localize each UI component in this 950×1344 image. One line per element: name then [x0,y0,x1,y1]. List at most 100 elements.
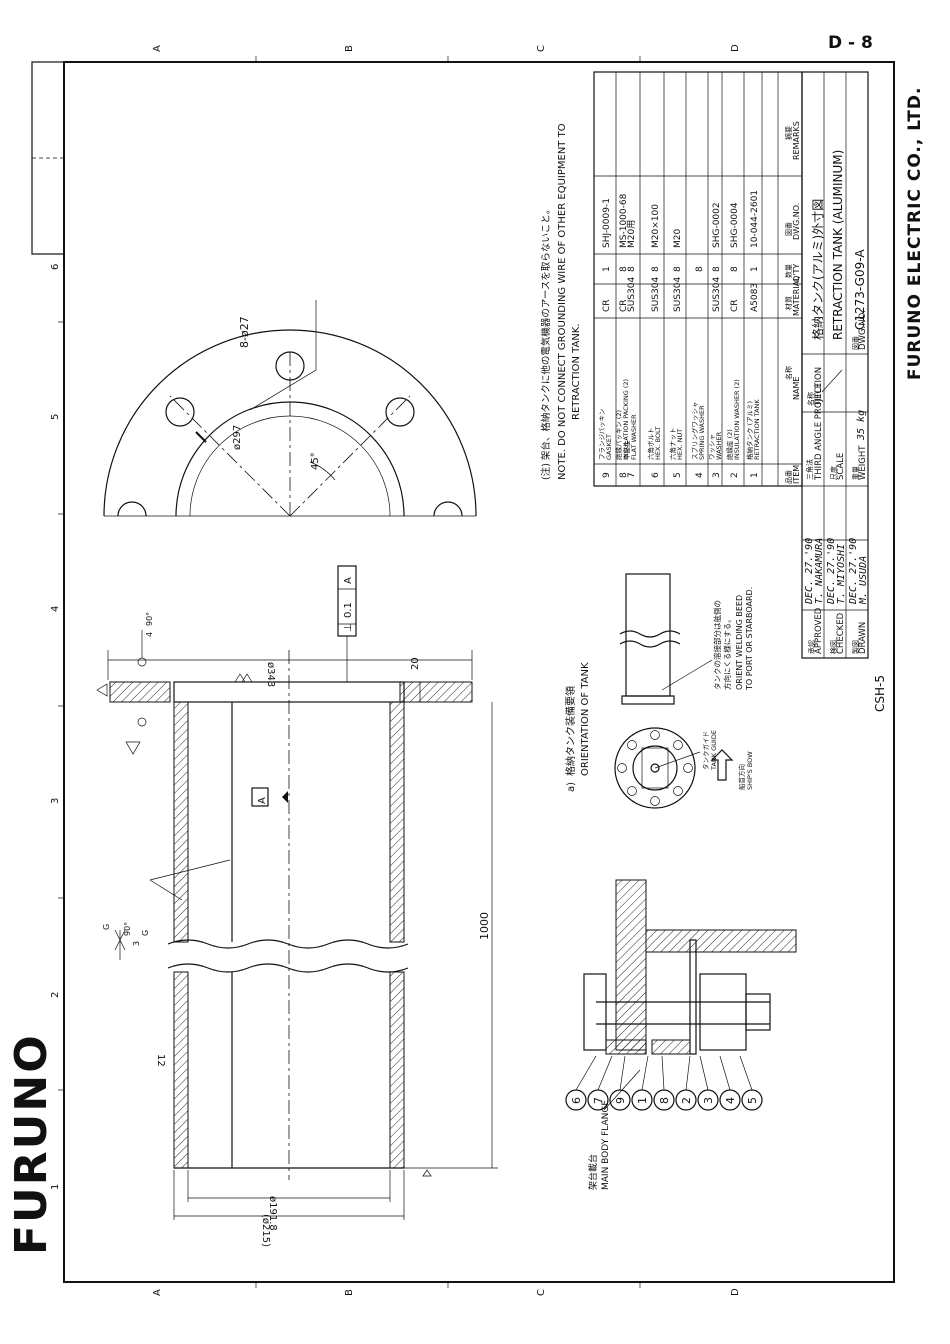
svg-text:DWG.NO.: DWG.NO. [858,310,868,350]
parts-material: CR [730,299,740,312]
svg-text:タンクガイド: タンクガイド [701,731,710,770]
datum-a-label: A [257,797,268,804]
parts-name-en: FLAT WASHER [630,414,638,460]
dim-length: 1000 [478,912,491,940]
svg-text:DWG.NO.: DWG.NO. [792,203,801,240]
svg-text:D: D [730,1288,741,1296]
item-balloon [565,1089,587,1111]
page-number: D - 8 [828,33,873,53]
parts-material: SUS304 [673,277,683,312]
svg-text:ORIENT WELDING BEED: ORIENT WELDING BEED [735,595,744,690]
svg-text:REMARKS: REMARKS [792,121,801,160]
svg-text:TANK GUIDE: TANK GUIDE [710,730,718,771]
svg-text:WEIGHT: WEIGHT [858,445,868,480]
svg-text:図番: 図番 [785,222,793,236]
svg-text:名称: 名称 [784,366,793,380]
svg-text:1: 1 [50,1184,61,1190]
parts-dwg: SHG-0004 [730,202,740,248]
note-jp: (注) 架台、格納タンクに他の電気機器のアースを取らないこと。 [540,205,552,480]
svg-text:名称: 名称 [806,392,815,406]
orientation-detail [614,573,734,809]
svg-text:6: 6 [50,264,61,270]
parts-name-en: WASHER [715,431,723,460]
svg-text:SCALE: SCALE [836,453,846,480]
checked-date: DEC. 27.'90 [826,538,837,605]
svg-text:⊥: ⊥ [343,623,354,632]
main-flange-jp: 架台載台 [587,1154,599,1190]
parts-qty: 8 [712,266,722,272]
dim-bore-id: ø191.8 [267,1196,278,1231]
parts-item: 3 [712,472,722,478]
parts-item: 9 [602,472,612,478]
parts-dwg: SHG-0002 [712,202,722,248]
svg-text:ITEM: ITEM [792,465,801,484]
parts-qty: 8 [730,266,740,272]
parts-material: SUS304 [651,277,661,312]
parts-material: SUS304 [627,277,637,312]
parts-name-jp: 六角ボルト [646,428,655,461]
flange-pcd: ø297 [232,425,243,450]
item-balloon-label: 8 [658,1097,671,1104]
item-balloon-label: 7 [592,1097,605,1104]
parts-dwg: MS-1000-68 [619,193,629,248]
company-name: FURUNO ELECTRIC CO., LTD. [905,87,925,380]
orientation-prefix: a) [566,782,577,792]
item-balloon-label: 6 [570,1097,583,1104]
parts-table [593,71,803,487]
parts-name-en: HEX. BOLT [654,426,662,460]
svg-text:摘要: 摘要 [784,126,793,140]
title-block-text: 承認 APPROVED 検図 CHECKED 製図 DRAWN DEC. 27.… [804,150,869,654]
svg-text:品番: 品番 [785,470,793,484]
svg-text:CHECKED: CHECKED [836,612,846,654]
parts-table-header: 品番 ITEM 名称 NAME 材質 MATERIAL 数量 Q'TY 図番 D… [784,121,801,484]
drawn-by: M. USUDA [858,556,869,605]
svg-text:方向にくる様にする。: 方向にくる様にする。 [722,615,732,690]
parts-qty: 1 [750,266,760,272]
item-balloon [609,1089,631,1111]
svg-text:Q'TY: Q'TY [792,264,801,282]
svg-text:A: A [152,45,163,52]
furuno-logo: FURUNO [6,1033,57,1255]
weld-size: 4 [145,632,154,637]
parts-dwg: 10-044-2601 [750,190,760,248]
title-block [801,71,869,659]
svg-text:THIRD ANGLE PROJECTION: THIRD ANGLE PROJECTION [814,367,824,481]
parts-item: 7 [627,472,637,478]
groove-symbol: G [102,924,111,930]
parts-material: A5083 [750,283,760,312]
item-balloon [631,1089,653,1111]
dim-flange-thickness: 20 [410,657,421,670]
parts-material: CR [602,299,612,312]
svg-text:TITLE: TITLE [814,383,824,407]
note-en-line1: NOTE. DO NOT CONNECT GROUNDING WIRE OF O… [557,123,568,480]
item-balloon-label: 2 [680,1097,693,1104]
note-en-line2: RETRACTION TANK. [571,323,582,420]
parts-name-jp: スプリングワッシャ [690,402,699,461]
parts-dwg: SHJ-0009-1 [602,198,612,248]
svg-text:船首方向: 船首方向 [737,764,746,790]
approved-date: DEC. 27.'90 [804,538,815,605]
svg-text:三角法: 三角法 [805,459,814,480]
svg-text:C: C [536,45,547,52]
main-flange-label: MAIN BODY FLANGE [601,1100,611,1190]
item-balloon [697,1089,719,1111]
parts-name-en: INSULATION PACKING (2) [622,379,630,460]
groove-size: 3 [132,941,141,946]
svg-text:B: B [344,1289,355,1296]
svg-text:DRAWN: DRAWN [858,622,868,654]
parts-qty: 8 [695,266,705,272]
parts-name-en: GASKET [605,434,613,460]
zone-numbers-left: 1 2 3 4 5 6 [50,264,61,1190]
drawn-date: DEC. 27.'90 [848,538,859,605]
svg-text:数量: 数量 [784,264,793,278]
parts-name-en: INSULATION WASHER (2) [733,379,741,460]
flatness-datum: A [343,577,354,584]
parts-name-jp: 格納タンク (アルミ) [745,401,754,460]
parts-qty: 8 [651,266,661,272]
svg-text:3: 3 [50,798,61,804]
checked-by: T. MIYOSHI [836,544,847,604]
parts-name-en: HEX. NUT [676,429,684,460]
parts-item: 1 [750,472,760,478]
